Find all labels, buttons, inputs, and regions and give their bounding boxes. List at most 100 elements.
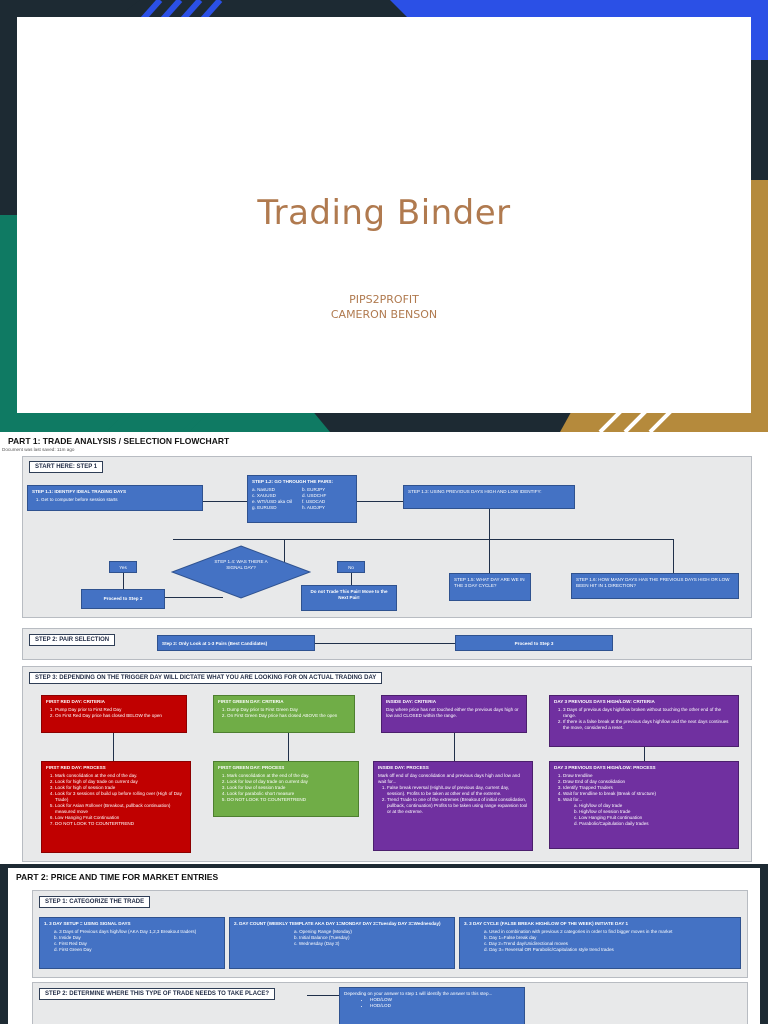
no-label: No (348, 565, 354, 570)
pair-item: d. USDCHF (302, 493, 327, 498)
step2-box-a: Step 2: Only Look at 1-3 Pairs (Best Can… (157, 635, 315, 651)
inside-process-box: INSIDE DAY: PROCESS Mark off end of day … (373, 761, 533, 851)
inside-process-text: Mark off end of day consolidation and pr… (378, 773, 520, 784)
part2-step1-label: STEP 1: CATEGORIZE THE TRADE (39, 896, 151, 908)
step-1-1-box: STEP 1.1: IDENTIFY IDEAL TRADING DAYS Ge… (27, 485, 203, 511)
do-not-trade-box: Do not Trade This Pair! Move to the Next… (301, 585, 397, 611)
pair-item: b. EURJPY (302, 487, 326, 492)
step2-box-a-text: Step 2: Only Look at 1-3 Pairs (Best Can… (162, 641, 268, 646)
slide-title: Trading Binder (257, 193, 511, 233)
slide-subtitle-line2: CAMERON BENSON (330, 308, 438, 321)
inside-process-title: INSIDE DAY: PROCESS (378, 765, 429, 770)
connector (357, 501, 403, 502)
part1-heading: PART 1: TRADE ANALYSIS / SELECTION FLOWC… (8, 436, 230, 446)
pair-item: h. AUDJPY (302, 505, 325, 510)
three-day-setup-box: 1. 3 DAY SETUP = USING SIGNAL DAYS a. 3 … (39, 917, 225, 969)
inside-process-item: Trend Trade to one of the extremes (Brea… (387, 797, 528, 815)
part2-step2-box: Depending on your answer to step 1 will … (339, 987, 525, 1024)
connector (307, 995, 339, 996)
green-criteria-box: FIRST GREEN DAY: CRITERIA Dump Day prior… (213, 695, 355, 733)
three-day-setup-item: b. Inside Day (54, 935, 81, 940)
red-process-box: FIRST RED DAY: PROCESS Mark consolidatio… (41, 761, 191, 853)
green-process-item: Look for parabolic short measure (227, 791, 354, 797)
connector (123, 573, 124, 589)
part2-step2-text: Depending on your answer to step 1 will … (344, 991, 493, 996)
part2-step2-item: HOD/LOW (370, 997, 520, 1003)
three-day-cycle-title: 3. 3 DAY CYCLE (FALSE BREAK HIGH/LOW OF … (464, 921, 629, 926)
pair-item: g. EURUSD (252, 505, 277, 510)
connector (673, 539, 674, 573)
part2-step2-label: STEP 2: DETERMINE WHERE THIS TYPE OF TRA… (39, 988, 276, 1000)
day3-process-subitem: d. Parabolic/Capitulation daily trades (574, 821, 649, 826)
red-process-title: FIRST RED DAY: PROCESS (46, 765, 106, 770)
three-day-cycle-item: d. Day 3= Reversal OR Parabolic/Capitula… (484, 947, 614, 952)
day3-process-subitem: c. Low Hanging Fruit continuation (574, 815, 643, 820)
green-criteria-title: FIRST GREEN DAY: CRITERIA (218, 699, 284, 704)
pair-item: e. WTI/USD aka Oil (252, 499, 293, 504)
three-day-setup-title: 1. 3 DAY SETUP = USING SIGNAL DAYS (44, 921, 131, 926)
three-day-setup-item: c. First Red Day (54, 941, 87, 946)
connector (123, 597, 223, 598)
red-process-item: Look for high of day trade on current da… (55, 779, 186, 785)
day3-process-item: Identify Trapped Traders (563, 785, 734, 791)
step-1-5-box: STEP 1.5: WHAT DAY ARE WE IN THE 3 DAY C… (449, 573, 531, 601)
day-count-item: a. Opening Range (Monday) (294, 929, 352, 934)
red-process-item: Look for high of session trade (55, 785, 186, 791)
step-1-5-text: STEP 1.5: WHAT DAY ARE WE IN THE 3 DAY C… (454, 577, 525, 588)
step-1-3-box: STEP 1.3: USING PREVIOUS DAYS HIGH AND L… (403, 485, 575, 509)
pair-item: c. XAUUSD (252, 493, 276, 498)
green-process-title: FIRST GREEN DAY: PROCESS (218, 765, 285, 770)
day3-criteria-item: 3 Days of previous days high/low broken … (563, 707, 734, 719)
part2-step2-panel: STEP 2: DETERMINE WHERE THIS TYPE OF TRA… (32, 982, 748, 1024)
step2-box-b: Proceed to Step 3 (455, 635, 613, 651)
day3-criteria-box: DAY 3 PREVIOUS DAYS HIGH/LOW: CRITERIA 3… (549, 695, 739, 747)
day3-process-subitem: b. High/low of session trade (574, 809, 631, 814)
three-day-setup-item: a. 3 Days of Previous days high/low (AKA… (54, 929, 197, 934)
red-criteria-item: On First Red Day price has closed BELOW … (55, 713, 182, 719)
diamond-text: STEP 1.4: WAS THERE A SIGNAL DAY? (214, 559, 268, 570)
flowchart-page: PART 1: TRADE ANALYSIS / SELECTION FLOWC… (0, 432, 768, 864)
day-count-item: c. Wednesday (Day 3) (294, 941, 340, 946)
connector (489, 539, 490, 573)
yes-box: Yes (109, 561, 137, 573)
title-slide: Trading Binder PIPS2PROFIT CAMERON BENSO… (0, 0, 768, 432)
connector (284, 539, 285, 569)
inside-process-item: False break reversal (High/Low of previo… (387, 785, 528, 797)
yes-label: Yes (119, 565, 127, 570)
no-box: No (337, 561, 365, 573)
pair-item: a. NasUSD (252, 487, 275, 492)
green-criteria-item: On First Green Day price has closed ABOV… (227, 713, 350, 719)
day-count-box: 2. DAY COUNT (WEEKLY TEMPLATE AKA DAY 1=… (229, 917, 455, 969)
three-day-setup-item: d. First Green Day (54, 947, 92, 952)
step-1-3-text: STEP 1.3: USING PREVIOUS DAYS HIGH AND L… (408, 489, 542, 494)
entries-page: PART 2: PRICE AND TIME FOR MARKET ENTRIE… (8, 868, 760, 1024)
inside-criteria-box: INSIDE DAY: CRITERIA Day where price has… (381, 695, 527, 733)
step2-panel: STEP 2: PAIR SELECTION Step 2: Only Look… (22, 628, 752, 660)
green-process-box: FIRST GREEN DAY: PROCESS Mark consolidat… (213, 761, 359, 817)
three-day-cycle-item: b. Day 1=False break day (484, 935, 537, 940)
step-1-1-title: STEP 1.1: IDENTIFY IDEAL TRADING DAYS (32, 489, 127, 494)
three-day-cycle-item: c. Day 2=Trend day/Unidirectional moves (484, 941, 568, 946)
step-1-6-text: STEP 1.6: HOW MANY DAYS HAS THE PREVIOUS… (576, 577, 730, 588)
green-process-item: DO NOT LOOK TO COUNTERTREND (227, 797, 354, 803)
red-process-item: Look for 3 sessions of build up before r… (55, 791, 186, 803)
inside-criteria-text: Day where price has not touched either t… (386, 707, 519, 718)
part2-heading: PART 2: PRICE AND TIME FOR MARKET ENTRIE… (16, 872, 219, 882)
day3-process-item: Wait for trendline to break (Break of st… (563, 791, 734, 797)
step-1-2-title: STEP 1.2: GO THROUGH THE PAIRS: (252, 479, 333, 484)
connector (113, 733, 114, 761)
day3-process-title: DAY 3 PREVIOUS DAYS HIGH/LOW: PROCESS (554, 765, 656, 770)
day-count-title: 2. DAY COUNT (WEEKLY TEMPLATE AKA DAY 1=… (234, 921, 441, 926)
day3-criteria-item: If there is a false break at the previou… (563, 719, 734, 731)
step1-label: START HERE: STEP 1 (29, 461, 104, 473)
step3-label: STEP 3: DEPENDING ON THE TRIGGER DAY WIL… (29, 672, 383, 684)
last-saved-note: Document was last saved: 11m ago (2, 447, 75, 452)
day3-process-subitem: a. High/low of day trade (574, 803, 623, 808)
connector (288, 733, 289, 761)
connector (173, 539, 673, 540)
connector (644, 747, 645, 761)
red-criteria-item: Pump Day prior to First Red Day (55, 707, 182, 713)
connector (351, 573, 352, 589)
step2-box-b-text: Proceed to Step 3 (514, 641, 554, 646)
proceed-step2-box: Proceed to Step 2 (81, 589, 165, 609)
